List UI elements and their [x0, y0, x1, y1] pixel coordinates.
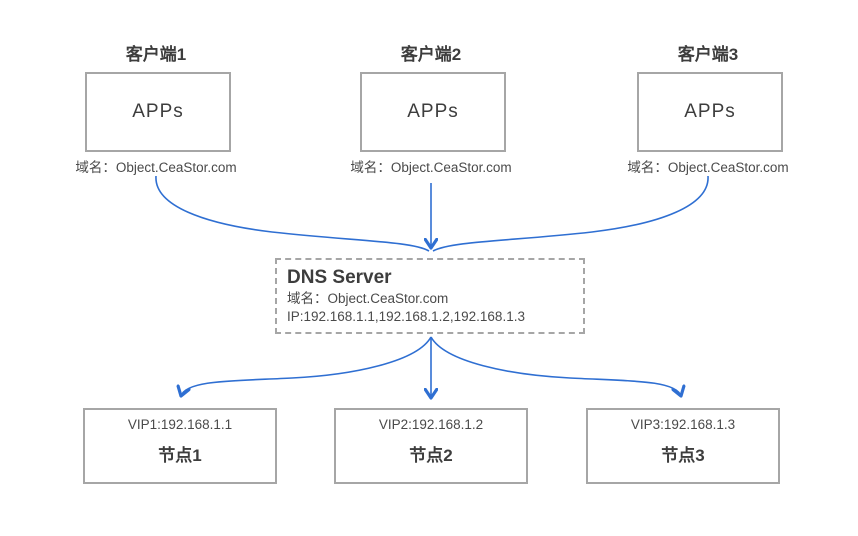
client-3-domain-label: 域名：Object.CeaStor.com: [627, 160, 789, 175]
client-1-title: 客户端1: [125, 45, 187, 64]
node-1-label: 节点1: [158, 446, 202, 465]
node-2-vip: VIP2:192.168.1.2: [378, 417, 484, 432]
client-1-apps-label: APPs: [132, 101, 184, 122]
node-3-label: 节点3: [661, 446, 705, 465]
node-3-vip: VIP3:192.168.1.3: [630, 417, 736, 432]
node-3-box: VIP3:192.168.1.3 节点3: [586, 408, 780, 484]
dns-server-title: DNS Server: [287, 267, 392, 288]
client-2-title: 客户端2: [400, 45, 462, 64]
dns-server-ip-list: IP:192.168.1.1,192.168.1.2,192.168.1.3: [287, 308, 525, 324]
arrow-client3-to-dns: [432, 175, 709, 252]
node-1-box: VIP1:192.168.1.1 节点1: [83, 408, 277, 484]
dns-server-box: DNS Server 域名：Object.CeaStor.com IP:192.…: [275, 258, 585, 334]
node-2-box: VIP2:192.168.1.2 节点2: [334, 408, 528, 484]
client-1-apps-box: APPs: [85, 72, 231, 152]
node-1-vip: VIP1:192.168.1.1: [127, 417, 233, 432]
client-2-domain-label: 域名：Object.CeaStor.com: [350, 160, 512, 175]
client-2-apps-label: APPs: [407, 101, 459, 122]
client-3-apps-box: APPs: [637, 72, 783, 152]
client-3-apps-label: APPs: [684, 101, 736, 122]
arrow-dns-to-node1: [181, 336, 432, 396]
dns-server-domain: 域名：Object.CeaStor.com: [287, 290, 449, 306]
client-1-domain-label: 域名：Object.CeaStor.com: [75, 160, 237, 175]
arrow-dns-to-node3: [430, 336, 681, 396]
client-2-apps-box: APPs: [360, 72, 506, 152]
arrow-client1-to-dns: [155, 175, 430, 252]
client-3-title: 客户端3: [677, 45, 739, 64]
node-2-label: 节点2: [409, 446, 453, 465]
